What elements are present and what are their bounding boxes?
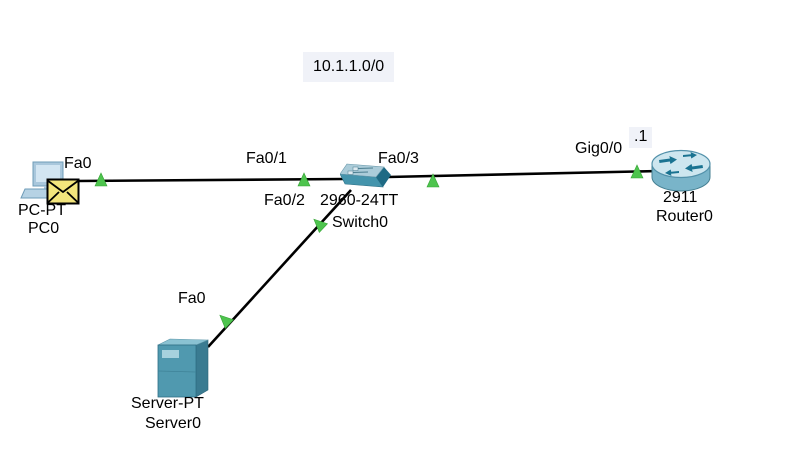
router0-device[interactable] — [649, 147, 713, 199]
server0-model-label: Server-PT — [131, 395, 204, 412]
router0-port-label: Gig0/0 — [575, 140, 623, 157]
switch0-name-label[interactable]: Switch0 — [332, 214, 389, 231]
cable-switch0-router0[interactable] — [387, 169, 660, 179]
link-status-up-icon — [426, 173, 440, 188]
server0-device[interactable] — [155, 335, 211, 401]
router0-model-label: 2911 — [663, 189, 698, 206]
switch0-port-fa03-label: Fa0/3 — [378, 150, 419, 167]
switch0-device[interactable] — [340, 163, 392, 195]
link-status-up-icon — [297, 172, 311, 187]
link-status-up-icon — [630, 164, 644, 179]
network-annotation[interactable]: 10.1.1.0/0 — [303, 52, 395, 82]
router0-ip-label: .1 — [629, 127, 653, 148]
pc0-name-label[interactable]: PC0 — [28, 220, 60, 237]
switch0-port-fa01-label: Fa0/1 — [246, 150, 287, 167]
switch-icon[interactable] — [340, 163, 391, 188]
cable-pc0-switch0[interactable] — [76, 177, 345, 183]
switch0-model-label: 2960-24TT — [320, 192, 399, 209]
pc0-model-label: PC-PT — [18, 202, 66, 219]
link-status-up-icon — [219, 314, 235, 330]
server0-name-label[interactable]: Server0 — [145, 415, 202, 432]
switch0-port-fa02-label: Fa0/2 — [264, 192, 305, 209]
link-status-up-icon — [94, 172, 108, 187]
server-icon[interactable] — [157, 338, 209, 398]
server0-port-label: Fa0 — [178, 290, 206, 307]
router0-name-label[interactable]: Router0 — [656, 208, 713, 225]
link-status-up-icon — [313, 218, 329, 234]
pdu-envelope-icon[interactable] — [46, 178, 80, 205]
router-icon[interactable] — [651, 149, 711, 192]
pc0-port-label: Fa0 — [64, 155, 92, 172]
